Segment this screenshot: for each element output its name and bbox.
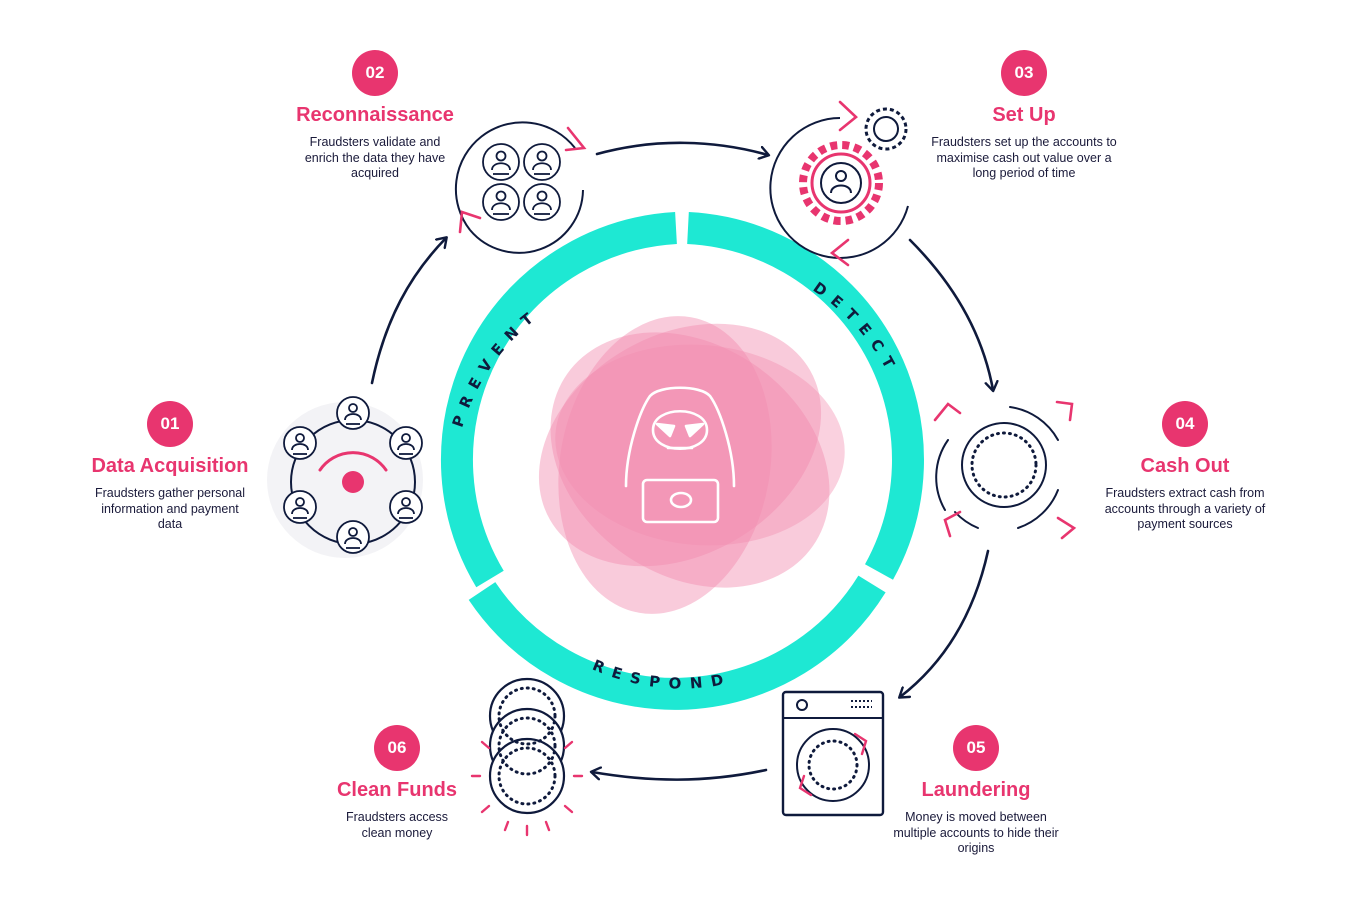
person-badge bbox=[389, 426, 423, 460]
step-02-description: Fraudsters validate and enrich the data … bbox=[304, 135, 446, 180]
step-06-title: Clean Funds bbox=[336, 779, 457, 801]
step-04-number-badge: 04 bbox=[1162, 401, 1208, 447]
step-05-description: Money is moved between multiple accounts… bbox=[893, 810, 1059, 855]
person-badge bbox=[336, 520, 370, 554]
step-02-number-badge: 02 bbox=[352, 50, 398, 96]
coin-vortex-icon bbox=[933, 400, 1077, 540]
step-01-description: Fraudsters gather personal information a… bbox=[94, 486, 246, 531]
step-01-number-badge: 01 bbox=[147, 401, 193, 447]
shiny-coins-icon bbox=[470, 677, 584, 837]
arrow-05-to-06 bbox=[592, 770, 768, 781]
step-03-description: Fraudsters set up the accounts to maximi… bbox=[931, 135, 1117, 180]
user-gear-icon bbox=[769, 100, 909, 267]
prevent-segment bbox=[440, 212, 677, 588]
step-02-title: Reconnaissance bbox=[296, 104, 454, 126]
respond-segment bbox=[468, 575, 886, 710]
profile-grid-icon bbox=[454, 121, 587, 254]
flow-arrows bbox=[370, 141, 993, 781]
step-05-number-badge: 05 bbox=[953, 725, 999, 771]
step-06-number-badge: 06 bbox=[374, 725, 420, 771]
step-04-title: Cash Out bbox=[1140, 455, 1230, 477]
step-04-description: Fraudsters extract cash from accounts th… bbox=[1104, 486, 1266, 531]
step-03-title: Set Up bbox=[992, 104, 1056, 126]
hacker-at-laptop-icon bbox=[624, 386, 736, 524]
step-05-title: Laundering bbox=[921, 779, 1031, 801]
step-03-number-badge: 03 bbox=[1001, 50, 1047, 96]
arrow-02-to-03 bbox=[595, 141, 768, 155]
prevent-detect-respond-ring bbox=[440, 212, 924, 710]
person-badge bbox=[283, 490, 317, 524]
arrow-04-to-05 bbox=[900, 549, 990, 697]
person-badge bbox=[283, 426, 317, 460]
detect-segment bbox=[687, 212, 924, 580]
person-badge bbox=[336, 396, 370, 430]
washing-machine-icon bbox=[781, 690, 885, 817]
central-blob-cluster bbox=[538, 316, 845, 614]
step-06-description: Fraudsters access clean money bbox=[345, 810, 449, 840]
arrow-01-to-02 bbox=[370, 238, 446, 385]
arrow-03-to-04 bbox=[908, 238, 993, 390]
network-of-people-icon bbox=[267, 396, 423, 558]
person-badge bbox=[389, 490, 423, 524]
step-01-title: Data Acquisition bbox=[91, 455, 249, 477]
